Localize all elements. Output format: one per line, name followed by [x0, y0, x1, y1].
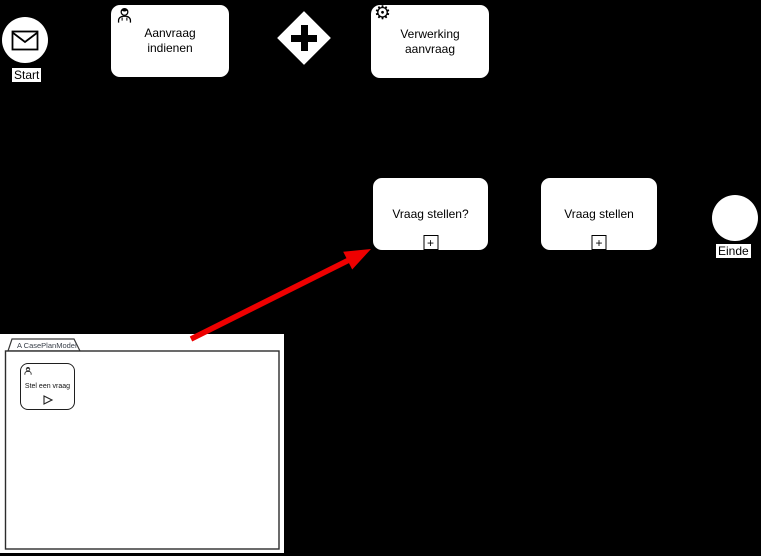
- task-label: Stel een vraag: [24, 383, 71, 390]
- user-icon: [115, 6, 134, 29]
- subprocess-vraag-stellen-question[interactable]: Vraag stellen? +: [372, 177, 489, 251]
- gear-icon: ⚙︎: [374, 3, 392, 24]
- expand-plus-icon[interactable]: +: [423, 235, 438, 250]
- task-verwerking-aanvraag[interactable]: ⚙︎ Verwerking aanvraag: [370, 4, 490, 79]
- envelope-icon: [11, 30, 39, 50]
- expand-plus-icon[interactable]: +: [591, 235, 607, 250]
- plus-cross-icon: [300, 25, 308, 51]
- task-label: Aanvraag indienen: [144, 26, 196, 55]
- manual-activation-play-icon: [42, 395, 53, 407]
- start-event[interactable]: [2, 17, 48, 63]
- caseplan-tab-label[interactable]: A CasePlanModel: [17, 341, 77, 350]
- end-event[interactable]: [712, 195, 758, 241]
- task-label: Verwerking aanvraag: [400, 26, 460, 56]
- start-event-label: Start: [12, 68, 42, 83]
- user-icon: [23, 366, 33, 378]
- caseplan-screenshot-panel: A CasePlanModel Stel een vraag: [0, 334, 284, 553]
- task-aanvraag-indienen[interactable]: Aanvraag indienen: [110, 4, 230, 78]
- task-label: Vraag stellen: [564, 206, 634, 221]
- end-event-label: Einde: [716, 244, 751, 259]
- task-stel-een-vraag[interactable]: Stel een vraag: [20, 363, 75, 410]
- task-label: Vraag stellen?: [392, 206, 469, 221]
- subprocess-vraag-stellen[interactable]: Vraag stellen +: [540, 177, 658, 251]
- parallel-gateway[interactable]: [277, 11, 331, 65]
